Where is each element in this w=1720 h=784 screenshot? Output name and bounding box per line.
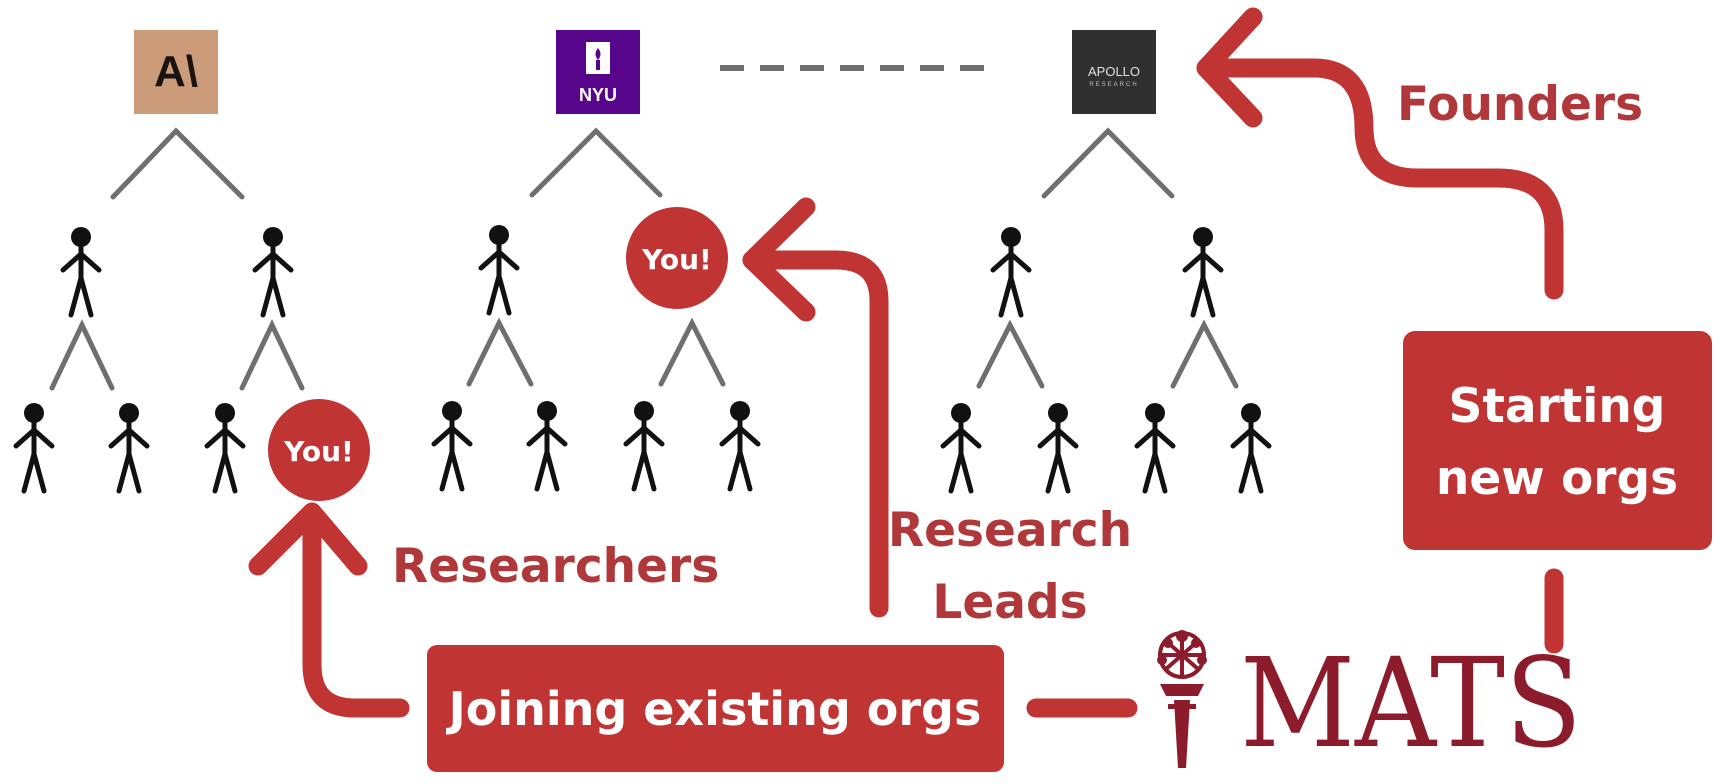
torch-icon [595,48,601,70]
person-icon [1233,403,1269,491]
person-icon [481,225,517,313]
person-icon [111,403,147,491]
joining-existing-orgs-label: Joining existing orgs [446,682,982,736]
mats-wordmark: MATS [1240,632,1582,776]
torch-icon [1157,630,1207,679]
person-icon [16,403,52,491]
starting-new-orgs-box: Starting new orgs [1403,331,1712,550]
mats-logo: MATS [1157,630,1582,776]
nyu-logo: NYU [556,30,640,114]
anthropic-logo-text: A\ [154,47,198,96]
you-marker-researcher: You! [268,399,370,501]
apollo-logo-subtitle: RESEARCH [1089,82,1138,88]
person-icon [993,227,1029,315]
apollo-logo: APOLLO RESEARCH [1072,30,1156,114]
starting-new-orgs-label-line1: Starting [1449,379,1666,434]
person-icon [529,401,565,489]
founders-label: Founders [1397,77,1643,132]
joining-existing-orgs-box: Joining existing orgs [427,645,1004,772]
researchers-arrow [302,510,410,718]
person-icon [255,227,291,315]
researchers-arrowhead [248,502,368,576]
person-icon [722,401,758,489]
research-leads-label-line1: Research [888,503,1132,558]
person-icon [207,403,243,491]
you-marker-lead: You! [626,207,728,309]
research-leads-arrow [742,250,889,618]
person-icon [1185,227,1221,315]
person-icon [1040,403,1076,491]
research-leads-label-line2: Leads [932,575,1087,630]
person-icon [1137,403,1173,491]
nyu-logo-text: NYU [579,85,617,105]
starting-new-orgs-label-line2: new orgs [1436,451,1678,506]
founders-arrow [1196,58,1564,300]
researchers-label: Researchers [392,539,719,594]
you-label: You! [641,243,712,276]
founders-arrowhead [1196,7,1263,128]
you-label: You! [283,435,354,468]
research-leads-arrowhead [742,197,816,322]
anthropic-logo: A\ [134,30,218,114]
org-tree-lines [49,127,1239,391]
person-icon [63,227,99,315]
person-icon [943,403,979,491]
apollo-logo-title: APOLLO [1088,64,1140,79]
person-icon [434,401,470,489]
person-icon [626,401,662,489]
